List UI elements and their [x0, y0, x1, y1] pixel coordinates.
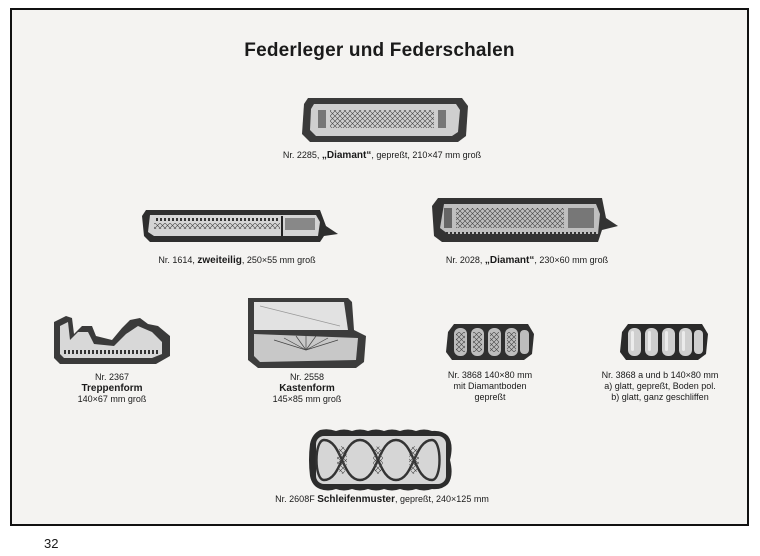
product-image-3868ab — [620, 324, 708, 360]
product-image-3868 — [446, 324, 534, 360]
caption-2028: Nr. 2028, „Diamant“, 230×60 mm groß — [445, 255, 609, 266]
caption-2367: Nr. 2367 Treppenform 140×67 mm groß — [77, 372, 147, 404]
caption-2285: Nr. 2285, „Diamant“, gepreßt, 210×47 mm … — [282, 150, 482, 161]
product-image-2028 — [432, 198, 618, 242]
page-title: Federleger und Federschalen — [244, 40, 515, 61]
caption-2558: Nr. 2558 Kastenform 145×85 mm groß — [272, 372, 342, 404]
product-image-2608F — [309, 429, 452, 491]
product-image-2558 — [248, 298, 366, 368]
caption-2608F: Nr. 2608F Schleifenmuster, gepreßt, 240×… — [275, 494, 489, 505]
product-image-1614 — [142, 210, 338, 242]
page-number: 32 — [44, 536, 59, 551]
product-image-2367 — [54, 316, 170, 364]
product-image-2285 — [302, 98, 468, 142]
caption-3868: Nr. 3868 140×80 mm mit Diamantboden gepr… — [447, 370, 533, 402]
catalog-page: Federleger und Federschalen Nr. 2285, „D… — [10, 8, 749, 526]
caption-1614: Nr. 1614, zweiteilig, 250×55 mm groß — [158, 255, 316, 266]
caption-3868ab: Nr. 3868 a und b 140×80 mm a) glatt, gep… — [601, 370, 719, 402]
